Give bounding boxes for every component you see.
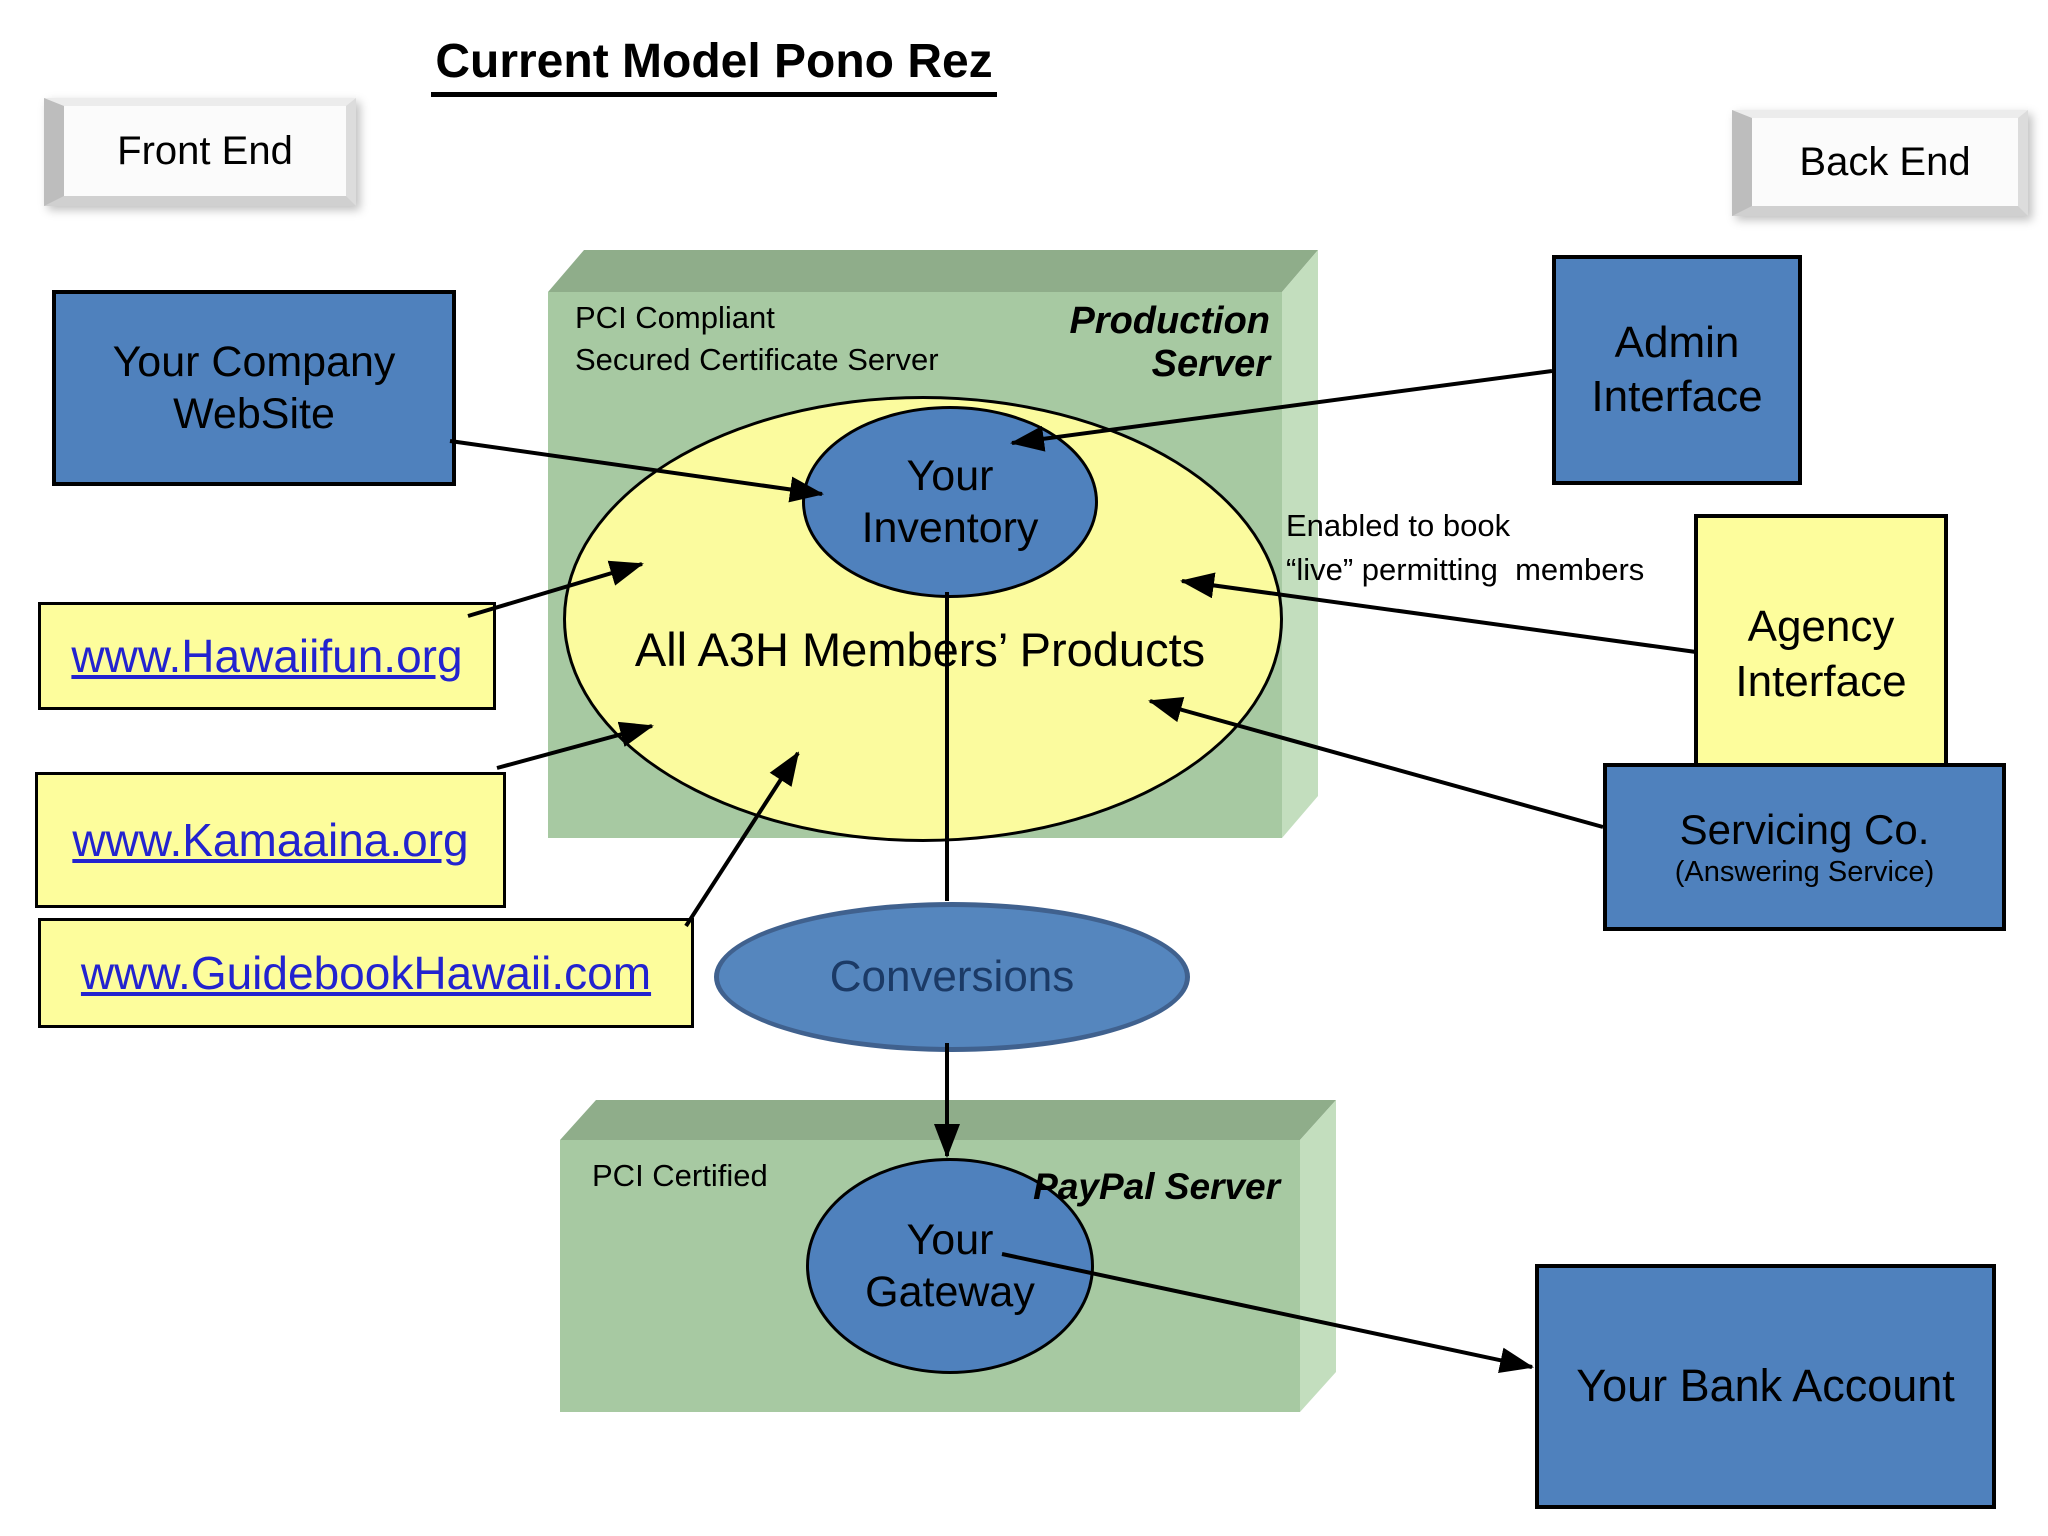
guidebookhawaii-link[interactable]: www.GuidebookHawaii.com [80,947,652,999]
members-products-label: All A3H Members’ Products [634,623,1206,676]
servicing-co-node: Servicing Co. (Answering Service) [1603,763,2006,931]
front-end-label: Front End [117,128,293,173]
production-server-top-face [548,250,1318,292]
your-inventory-label: Your Inventory [861,451,1039,552]
production-server-title: Production Server [1069,300,1270,385]
agency-interface-node: Agency Interface [1694,514,1948,794]
bank-account-label: Your Bank Account [1576,1360,1955,1412]
company-website-node: Your Company WebSite [52,290,456,486]
production-server-right-face [1282,250,1318,838]
production-pci-line1: PCI Compliant [575,300,775,335]
agency-note-line2: “live” permitting members [1286,552,1645,587]
admin-interface-label: Admin Interface [1591,318,1763,421]
hawaiifun-link[interactable]: www.Hawaiifun.org [71,630,463,682]
paypal-server-right-face [1300,1100,1336,1412]
servicing-co-subtitle: (Answering Service) [1674,855,1935,888]
production-pci-line2: Secured Certificate Server [575,342,939,377]
admin-interface-node: Admin Interface [1552,255,1802,485]
conversions-label: Conversions [829,952,1075,1001]
your-inventory-node: Your Inventory [802,406,1098,598]
page-title: Current Model Pono Rez [414,34,1014,97]
company-website-label: Your Company WebSite [112,337,396,438]
back-end-tab: Back End [1732,110,2028,216]
paypal-server-title: PayPal Server [1033,1166,1280,1207]
page-title-text: Current Model Pono Rez [431,34,997,97]
your-gateway-label: Your Gateway [865,1215,1035,1316]
front-end-tab: Front End [44,98,356,206]
paypal-pci-label: PCI Certified [592,1158,768,1193]
link-node-guidebookhawaii: www.GuidebookHawaii.com [38,918,694,1028]
agency-interface-label: Agency Interface [1735,602,1907,706]
conversions-node: Conversions [714,902,1190,1052]
link-node-hawaiifun: www.Hawaiifun.org [38,602,496,710]
paypal-server-top-face [560,1100,1336,1140]
servicing-co-title: Servicing Co. [1679,805,1930,853]
kamaaina-link[interactable]: www.Kamaaina.org [72,814,469,866]
bank-account-node: Your Bank Account [1535,1264,1996,1509]
link-node-kamaaina: www.Kamaaina.org [35,772,506,908]
back-end-label: Back End [1799,139,1971,184]
agency-note-line1: Enabled to book [1286,508,1511,543]
